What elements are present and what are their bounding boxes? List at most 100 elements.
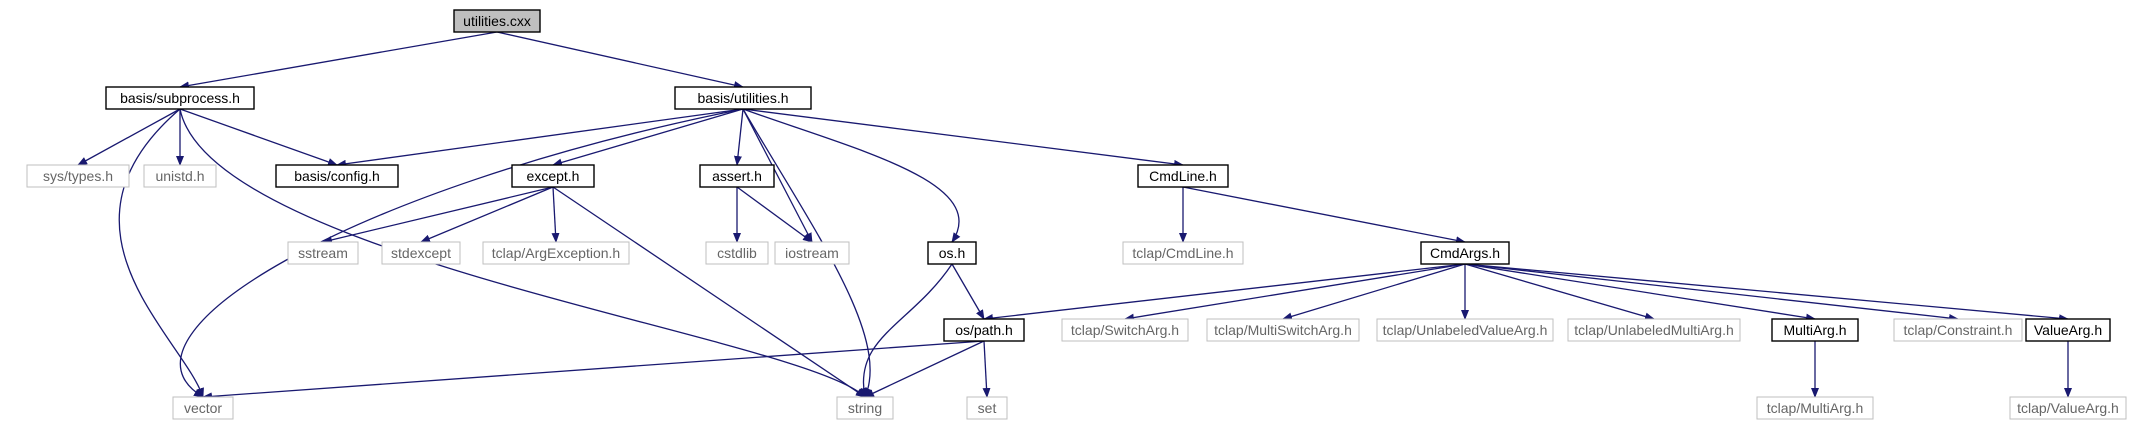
node-iostream: iostream xyxy=(774,241,850,265)
node-label: vector xyxy=(184,400,222,416)
node-label: tclap/ValueArg.h xyxy=(2017,400,2119,416)
node-label: CmdArgs.h xyxy=(1430,245,1500,261)
node-cmdargs-h[interactable]: CmdArgs.h xyxy=(1420,241,1510,265)
node-assert-h[interactable]: assert.h xyxy=(699,164,775,188)
node-label: MultiArg.h xyxy=(1783,322,1846,338)
edges-layer xyxy=(77,31,2072,401)
node-tclap-unlabeledvaluearg-h: tclap/UnlabeledValueArg.h xyxy=(1376,318,1554,342)
edge-utilities_cxx-to-basis_utilities_h xyxy=(496,31,744,89)
node-label: tclap/CmdLine.h xyxy=(1132,245,1233,261)
node-box xyxy=(1771,318,1859,342)
node-label: tclap/UnlabeledMultiArg.h xyxy=(1574,322,1734,338)
node-unistd-h: unistd.h xyxy=(143,164,217,188)
node-set: set xyxy=(966,396,1008,420)
edge-basis_utilities_h-to-assert_h xyxy=(733,108,744,166)
node-box xyxy=(453,9,541,33)
node-cmdline-h[interactable]: CmdLine.h xyxy=(1137,164,1229,188)
edge-basis_utilities_h-to-except_h xyxy=(552,108,744,167)
node-label: tclap/Constraint.h xyxy=(1904,322,2013,338)
node-box xyxy=(275,164,399,188)
edge-assert_h-to-iostream xyxy=(736,186,813,243)
node-box xyxy=(1061,318,1189,342)
node-box xyxy=(1137,164,1229,188)
node-box xyxy=(943,318,1025,342)
node-tclap-constraint-h: tclap/Constraint.h xyxy=(1893,318,2023,342)
node-label: unistd.h xyxy=(155,168,204,184)
edge-os_h-to-os_path_h xyxy=(951,263,985,320)
edge-except_h-to-string xyxy=(552,186,866,398)
node-tclap-unlabeledmultiarg-h: tclap/UnlabeledMultiArg.h xyxy=(1567,318,1741,342)
edge-os_h-to-string xyxy=(859,263,953,398)
edge-cmdargs_h-to-tclap_unlabeledmultiarg_h xyxy=(1464,263,1655,321)
node-os-h[interactable]: os.h xyxy=(927,241,977,265)
node-box xyxy=(705,241,769,265)
node-label: assert.h xyxy=(712,168,762,184)
node-label: except.h xyxy=(527,168,580,184)
node-label: os/path.h xyxy=(955,322,1013,338)
node-box xyxy=(172,396,234,420)
node-valuearg-h[interactable]: ValueArg.h xyxy=(2025,318,2111,342)
edge-basis_utilities_h-to-iostream xyxy=(742,108,813,243)
node-label: string xyxy=(848,400,882,416)
node-label: utilities.cxx xyxy=(463,13,531,29)
edge-except_h-to-stdexcept xyxy=(420,186,554,243)
node-basis-config-h[interactable]: basis/config.h xyxy=(275,164,399,188)
nodes-layer: utilities.cxx basis/subprocess.h basis/uti… xyxy=(26,9,2127,420)
node-box xyxy=(381,241,461,265)
node-label: basis/subprocess.h xyxy=(120,90,240,106)
node-box xyxy=(511,164,595,188)
node-label: cstdlib xyxy=(717,245,757,261)
node-utilities-cxx[interactable]: utilities.cxx xyxy=(453,9,541,33)
node-os-path-h[interactable]: os/path.h xyxy=(943,318,1025,342)
node-box xyxy=(287,241,359,265)
node-stdexcept: stdexcept xyxy=(381,241,461,265)
edge-os_path_h-to-set xyxy=(982,340,991,398)
node-box xyxy=(1420,241,1510,265)
node-cstdlib: cstdlib xyxy=(705,241,769,265)
edge-os_path_h-to-string xyxy=(864,340,985,398)
node-label: CmdLine.h xyxy=(1149,168,1217,184)
node-label: tclap/ArgException.h xyxy=(492,245,620,261)
edge-basis_subprocess_h-to-sys_types_h xyxy=(77,108,181,166)
node-label: basis/utilities.h xyxy=(697,90,788,106)
node-tclap-argexception-h: tclap/ArgException.h xyxy=(482,241,630,265)
edge-cmdargs_h-to-multiarg_h xyxy=(1464,263,1816,322)
node-except-h[interactable]: except.h xyxy=(511,164,595,188)
node-string: string xyxy=(836,396,894,420)
node-label: set xyxy=(978,400,997,416)
node-box xyxy=(966,396,1008,420)
edge-cmdargs_h-to-tclap_multiswitcharg_h xyxy=(1282,263,1466,321)
node-tclap-valuearg-h: tclap/ValueArg.h xyxy=(2009,396,2127,420)
node-box xyxy=(2025,318,2111,342)
edge-cmdargs_h-to-tclap_switcharg_h xyxy=(1124,263,1466,322)
edge-cmdline_h-to-cmdargs_h xyxy=(1182,186,1466,245)
node-label: ValueArg.h xyxy=(2034,322,2102,338)
node-sstream: sstream xyxy=(287,241,359,265)
edge-basis_subprocess_h-to-vector xyxy=(118,108,204,398)
node-box xyxy=(143,164,217,188)
node-basis-utilities-h[interactable]: basis/utilities.h xyxy=(674,86,812,110)
node-box xyxy=(674,86,812,110)
node-basis-subprocess-h[interactable]: basis/subprocess.h xyxy=(105,86,255,110)
node-box xyxy=(1567,318,1741,342)
node-multiarg-h[interactable]: MultiArg.h xyxy=(1771,318,1859,342)
node-vector: vector xyxy=(172,396,234,420)
node-tclap-switcharg-h: tclap/SwitchArg.h xyxy=(1061,318,1189,342)
edge-basis_subprocess_h-to-basis_config_h xyxy=(179,108,338,166)
node-box xyxy=(774,241,850,265)
edge-cmdargs_h-to-tclap_constraint_h xyxy=(1464,263,1959,322)
node-box xyxy=(2009,396,2127,420)
node-label: basis/config.h xyxy=(294,168,380,184)
node-sys-types-h: sys/types.h xyxy=(26,164,130,188)
node-label: os.h xyxy=(939,245,965,261)
node-box xyxy=(1756,396,1874,420)
node-box xyxy=(1206,318,1360,342)
edge-os_path_h-to-vector xyxy=(202,340,985,401)
node-box xyxy=(1122,241,1244,265)
edge-except_h-to-sstream xyxy=(322,186,554,244)
node-box xyxy=(105,86,255,110)
node-label: tclap/MultiSwitchArg.h xyxy=(1214,322,1352,338)
edge-basis_utilities_h-to-string xyxy=(742,108,873,398)
node-label: stdexcept xyxy=(391,245,451,261)
